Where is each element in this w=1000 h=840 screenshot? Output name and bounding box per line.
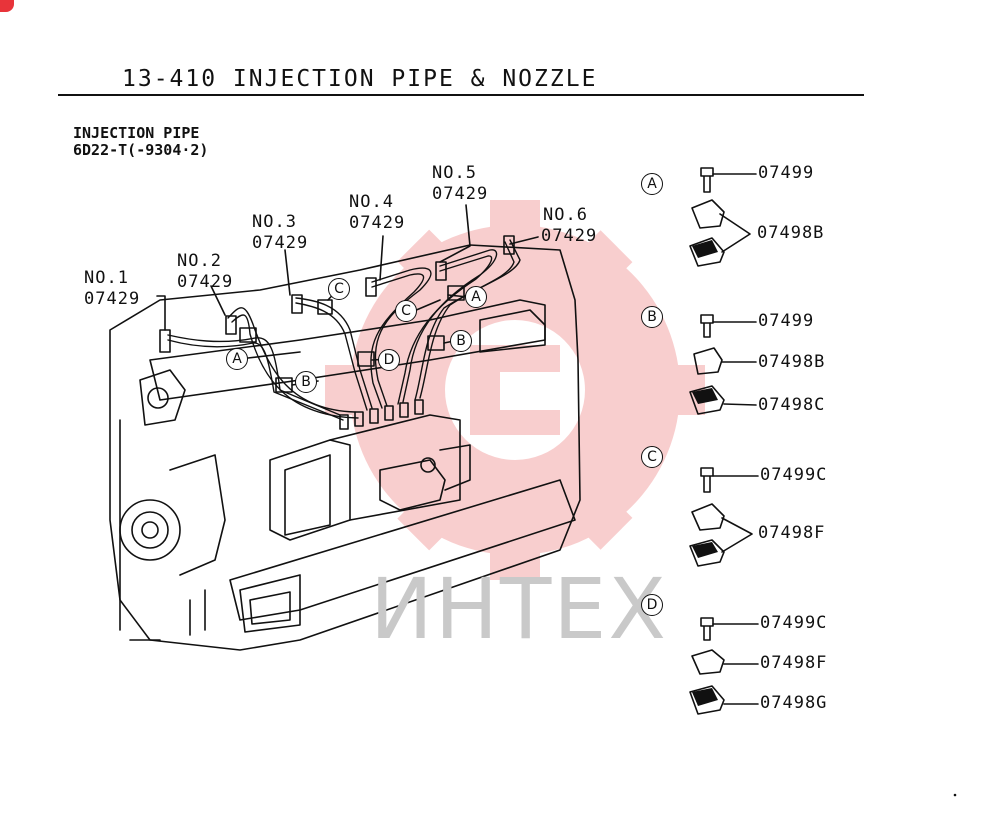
pipe-number: NO.4 (349, 192, 394, 212)
page-title: 13-410 INJECTION PIPE & NOZZLE (122, 66, 598, 92)
callout-a: A (226, 348, 248, 370)
part-number: 07498G (760, 693, 828, 713)
pipe-part-number: 07429 (349, 213, 406, 233)
callout-b: B (295, 371, 317, 393)
part-number: 07498F (760, 653, 828, 673)
detail-letter-b: B (641, 306, 663, 328)
callout-a: A (465, 286, 487, 308)
pipe-number: NO.5 (432, 163, 477, 183)
pipe-part-number: 07429 (84, 289, 141, 309)
subtitle-line-2: 6D22-T(-9304·2) (73, 141, 209, 159)
pipe-label-no4: NO.4 07429 (349, 192, 405, 234)
pipe-number: NO.6 (543, 205, 588, 225)
callout-c: C (395, 300, 417, 322)
pipe-label-no6: NO.6 07429 (541, 205, 597, 247)
callout-b: B (450, 330, 472, 352)
part-number: 07498B (757, 223, 825, 243)
pipe-label-no2: NO.2 07429 (177, 251, 233, 293)
pipe-part-number: 07429 (541, 226, 598, 246)
detail-letter-a: A (641, 173, 663, 195)
pipe-label-no3: NO.3 07429 (252, 212, 308, 254)
watermark-text: ИНТЕХ (370, 560, 668, 658)
pipe-number: NO.1 (84, 268, 129, 288)
callout-c: C (328, 278, 350, 300)
part-number: 07498C (758, 395, 826, 415)
pipe-part-number: 07429 (432, 184, 489, 204)
pipe-part-number: 07429 (177, 272, 234, 292)
pipe-label-no1: NO.1 07429 (84, 268, 140, 310)
pipe-number: NO.3 (252, 212, 297, 232)
part-number: 07499 (758, 163, 815, 183)
title-rule (58, 94, 864, 96)
part-number: 07499 (758, 311, 815, 331)
callout-d: D (378, 349, 400, 371)
subtitle-line-1: INJECTION PIPE (73, 124, 200, 142)
corner-logo (0, 0, 14, 12)
detail-letter-c: C (641, 446, 663, 468)
part-number: 07499C (760, 465, 828, 485)
part-number: 07498B (758, 352, 826, 372)
diagram-subtitle: INJECTION PIPE 6D22-T(-9304·2) (73, 125, 208, 159)
part-number: 07498F (758, 523, 826, 543)
part-number: 07499C (760, 613, 828, 633)
detail-letter-d: D (641, 594, 663, 616)
pipe-part-number: 07429 (252, 233, 309, 253)
detail-clamps (689, 199, 725, 715)
pipe-label-no5: NO.5 07429 (432, 163, 488, 205)
pipe-number: NO.2 (177, 251, 222, 271)
